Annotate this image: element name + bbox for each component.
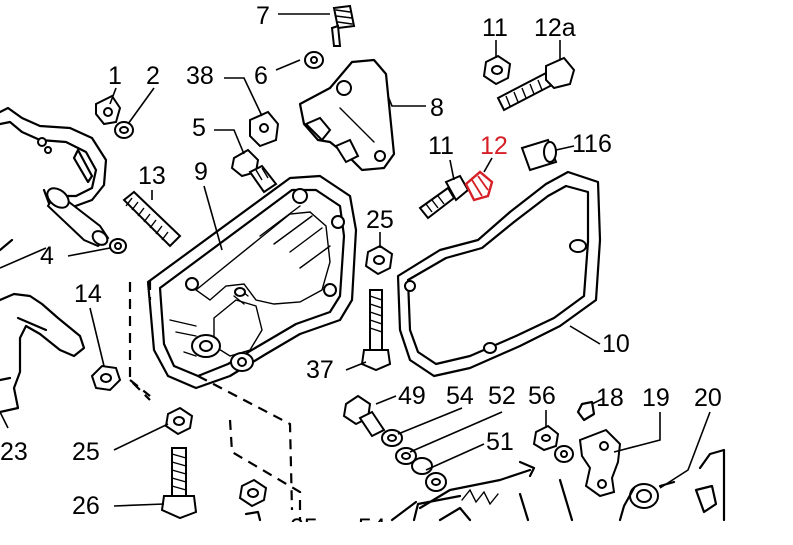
label-part-49: 49	[398, 382, 426, 410]
housing-9	[146, 174, 358, 390]
plug-12-highlighted	[464, 170, 494, 202]
label-part-8: 8	[430, 94, 444, 122]
spring-linkage	[390, 460, 574, 522]
clip-1	[95, 94, 122, 126]
lower-left-bracket	[0, 238, 86, 414]
label-part-12a: 12a	[534, 14, 576, 42]
nut-25-low	[164, 406, 194, 436]
bracket-8	[298, 58, 396, 172]
label-part-18: 18	[596, 384, 624, 412]
bolt-26	[160, 447, 198, 520]
label-part-11-mid: 11	[428, 132, 454, 160]
label-part-12-highlighted: 12	[480, 132, 508, 160]
leader-lines	[0, 13, 711, 507]
label-part-56: 56	[528, 382, 556, 410]
screw-49	[342, 394, 386, 438]
nut-6	[304, 51, 324, 69]
label-part-26: 26	[72, 492, 100, 520]
lower-left-bracket-detail	[0, 316, 48, 382]
label-part-11-top: 11	[482, 14, 508, 42]
bolt-12a	[496, 56, 576, 112]
bolt-37	[360, 289, 392, 372]
clip-18	[576, 400, 596, 422]
label-part-25-mid: 25	[366, 206, 394, 234]
washer-4	[109, 238, 127, 254]
label-part-38: 38	[186, 62, 214, 90]
screw-7	[330, 4, 356, 47]
group-outline-left	[128, 282, 151, 401]
bolt-5	[230, 148, 278, 194]
label-part-19: 19	[642, 384, 670, 412]
gasket-10	[396, 170, 602, 378]
label-part-6: 6	[254, 62, 268, 90]
nut-14	[90, 364, 122, 392]
label-part-13: 13	[138, 162, 166, 190]
block-38	[249, 110, 280, 148]
label-part-37: 37	[306, 356, 334, 384]
label-part-5: 5	[192, 114, 206, 142]
label-part-2: 2	[146, 62, 160, 90]
bushing-116	[520, 138, 558, 172]
label-part-10: 10	[602, 330, 630, 358]
screw-11-mid	[418, 174, 470, 220]
label-part-14: 14	[74, 280, 102, 308]
label-part-7: 7	[256, 2, 270, 30]
washer-2	[114, 121, 134, 139]
label-part-51: 51	[486, 428, 514, 456]
label-part-116: 116	[572, 130, 612, 158]
label-part-20: 20	[694, 384, 722, 412]
nut-56	[532, 424, 574, 463]
nut-25-mid	[364, 244, 394, 276]
nut-11-top	[482, 54, 512, 86]
nut-25a	[238, 478, 268, 522]
group-outline-bottom	[148, 280, 302, 520]
label-part-9: 9	[194, 158, 208, 186]
label-part-23: 23	[0, 438, 28, 466]
right-crop-mask	[727, 400, 793, 545]
washer-stack-54-52	[381, 429, 447, 492]
label-part-52: 52	[488, 382, 516, 410]
spring-20	[618, 448, 726, 522]
lever-19	[578, 428, 622, 498]
label-part-1: 1	[108, 62, 122, 90]
pivot-shaft	[46, 187, 110, 248]
bottom-crop-mask	[0, 522, 793, 545]
stud-13	[122, 190, 182, 248]
label-part-54-top: 54	[446, 382, 474, 410]
label-part-4: 4	[40, 242, 54, 270]
label-part-25-low: 25	[72, 438, 100, 466]
